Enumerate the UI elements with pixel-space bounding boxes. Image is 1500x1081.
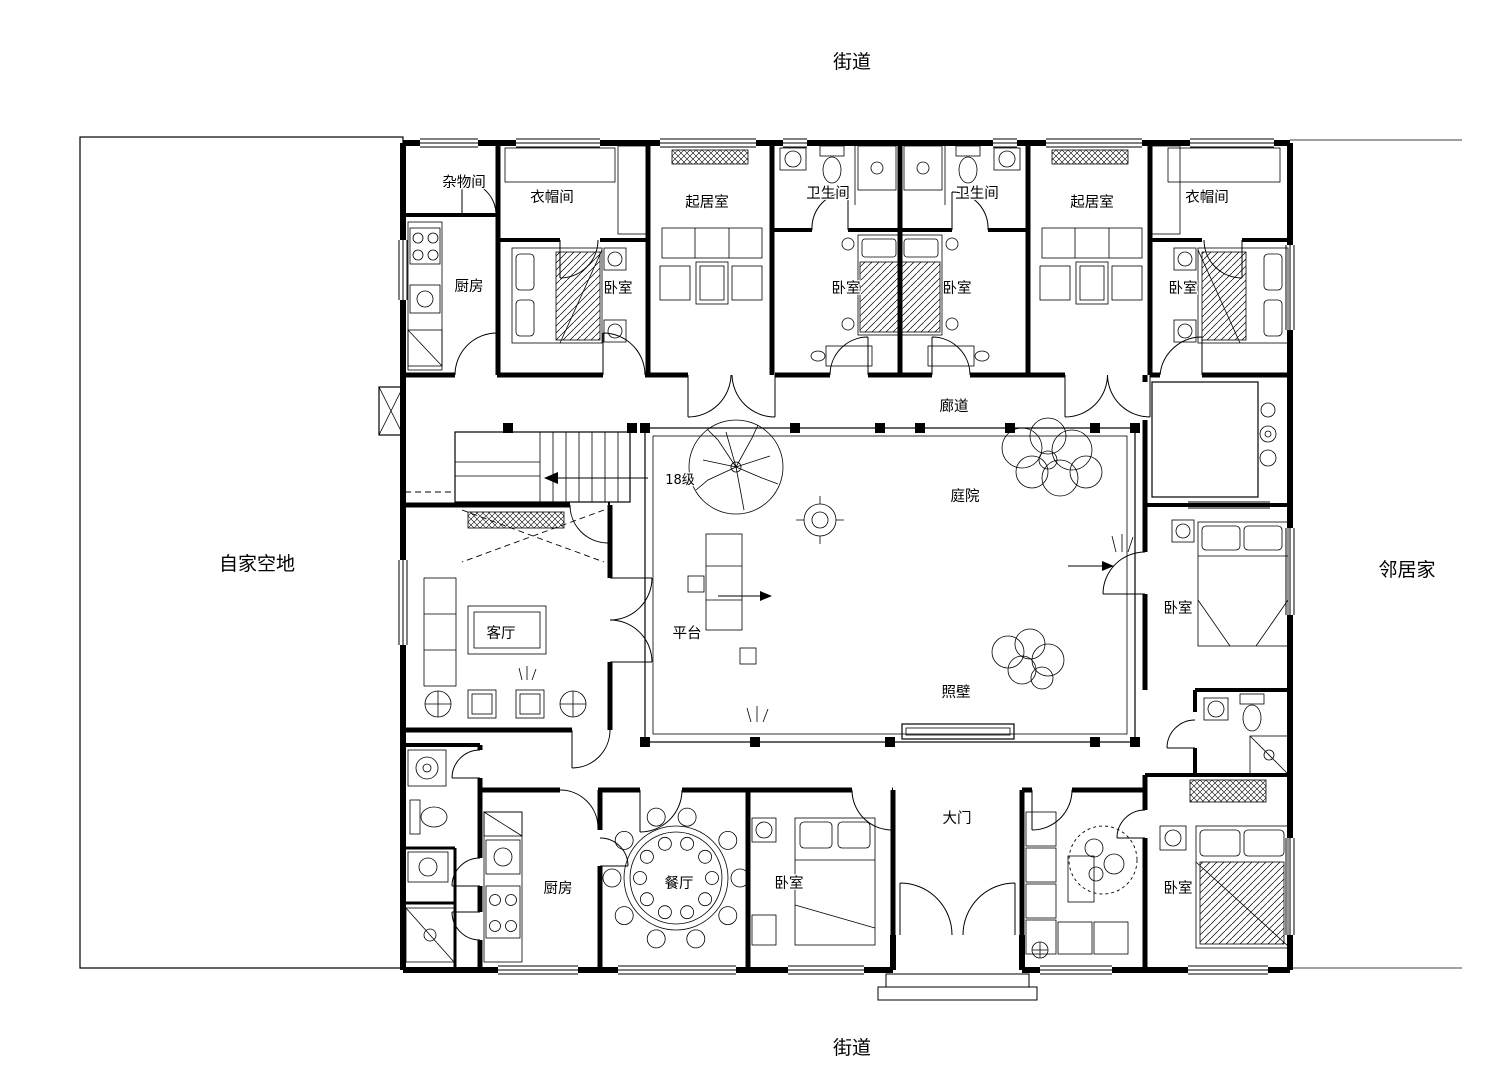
gate-steps bbox=[877, 973, 1038, 1001]
living-northeast-furniture bbox=[1039, 149, 1143, 305]
furniture-south bbox=[405, 749, 1289, 963]
label-corridor: 廊道 bbox=[940, 398, 969, 415]
furniture-east bbox=[1171, 519, 1289, 775]
shrubs-southeast bbox=[991, 628, 1065, 690]
label-stair-steps: 18级 bbox=[665, 473, 695, 488]
furniture-platform bbox=[687, 533, 757, 665]
landscape bbox=[518, 417, 1134, 723]
label-street-bottom: 街道 bbox=[833, 1037, 871, 1059]
label-bath-west: 卫生间 bbox=[806, 185, 850, 202]
kitchen-south-fixtures bbox=[483, 811, 523, 963]
label-platform: 平台 bbox=[673, 625, 702, 642]
courtyard-area bbox=[503, 423, 1140, 747]
label-living-nw: 起居室 bbox=[685, 194, 729, 211]
wardrobe-cloak-west bbox=[504, 145, 647, 235]
grass-sprig-living bbox=[518, 666, 537, 681]
label-bedroom-south: 卧室 bbox=[775, 875, 804, 892]
label-street-top: 街道 bbox=[833, 51, 871, 73]
bed-north-center-right bbox=[899, 234, 990, 367]
tree-large bbox=[688, 419, 784, 515]
utility-fixtures bbox=[405, 749, 455, 963]
grass-sprig-south bbox=[746, 706, 769, 723]
interior-walls bbox=[403, 143, 1290, 970]
screen-wall bbox=[901, 723, 1015, 740]
label-dining: 餐厅 bbox=[665, 875, 694, 892]
label-bedroom-ncl: 卧室 bbox=[832, 280, 861, 297]
label-kitchen-south: 厨房 bbox=[544, 880, 573, 897]
courtyard-columns bbox=[503, 423, 1140, 747]
label-storage: 杂物间 bbox=[442, 174, 486, 191]
kitchen-north-fixtures bbox=[407, 221, 443, 371]
label-bedroom-nw: 卧室 bbox=[604, 280, 633, 297]
sofa-room-furniture bbox=[1025, 811, 1138, 959]
bed-northwest bbox=[511, 247, 627, 344]
label-bedroom-east: 卧室 bbox=[1164, 600, 1193, 617]
dining-table bbox=[602, 807, 750, 949]
label-courtyard: 庭院 bbox=[951, 488, 980, 505]
bed-south bbox=[751, 817, 876, 946]
wardrobe-cloak-east bbox=[1151, 145, 1281, 235]
stairs bbox=[454, 431, 648, 503]
label-bedroom-ne: 卧室 bbox=[1169, 280, 1198, 297]
furniture-north bbox=[407, 145, 1289, 371]
east-paved-patio bbox=[1151, 381, 1277, 498]
labels: 街道 街道 自家空地 邻居家 杂物间 厨房 衣帽间 卧室 起居室 卫生间 卧室 … bbox=[218, 50, 1437, 1061]
label-neighbor: 邻居家 bbox=[1378, 559, 1435, 581]
label-living-room: 客厅 bbox=[487, 625, 516, 642]
label-gate: 大门 bbox=[943, 810, 972, 827]
bath-east-wing-fixtures bbox=[1203, 693, 1289, 775]
label-screen-wall: 照壁 bbox=[942, 684, 971, 701]
bed-east bbox=[1171, 519, 1289, 647]
label-living-ne: 起居室 bbox=[1070, 194, 1114, 211]
bed-southeast bbox=[1159, 779, 1289, 949]
label-own-land: 自家空地 bbox=[219, 553, 295, 575]
label-bedroom-se: 卧室 bbox=[1164, 880, 1193, 897]
label-cloak-east: 衣帽间 bbox=[1185, 189, 1229, 206]
living-northwest-furniture bbox=[659, 149, 763, 305]
windows bbox=[397, 137, 1296, 976]
label-kitchen-north: 厨房 bbox=[455, 278, 484, 295]
bath-west-fixtures bbox=[779, 145, 897, 191]
shrubs-northeast bbox=[1001, 417, 1103, 497]
bed-north-center-left bbox=[810, 234, 901, 367]
annotation-arrows bbox=[718, 561, 1114, 601]
furniture-living-room bbox=[405, 491, 605, 719]
label-bath-east: 卫生间 bbox=[955, 185, 999, 202]
label-bedroom-ncr: 卧室 bbox=[943, 280, 972, 297]
bed-northeast bbox=[1173, 247, 1289, 344]
label-cloak-west: 衣帽间 bbox=[530, 189, 574, 206]
grass-sprig-east bbox=[1111, 534, 1134, 553]
plant-center bbox=[796, 496, 844, 544]
bath-east-fixtures bbox=[903, 145, 1021, 191]
